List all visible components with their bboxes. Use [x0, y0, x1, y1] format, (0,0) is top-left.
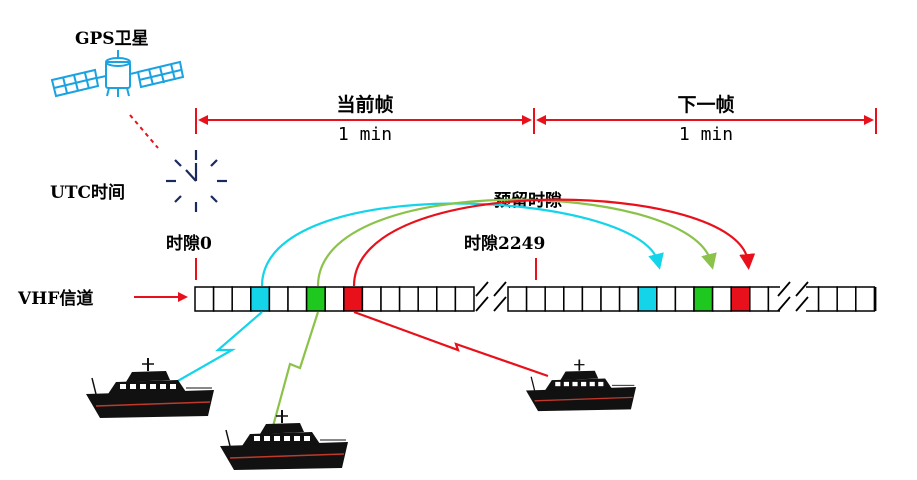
- slot-cell: [212, 286, 233, 312]
- slot-cell: [637, 286, 658, 312]
- slot-cell: [454, 286, 475, 312]
- slot-cell: [305, 286, 326, 312]
- green-transmission-link: [270, 311, 320, 431]
- slot-cell: [544, 286, 565, 312]
- ship-icon: [86, 358, 214, 418]
- slot-end-label: 时隙2249: [464, 233, 545, 254]
- slot-cell: [817, 286, 838, 312]
- satellite-signal-line: [129, 114, 159, 149]
- slot-cell: [417, 286, 438, 312]
- slot-cell: [507, 286, 528, 312]
- reserved-arc-green: [316, 198, 717, 287]
- current-frame-duration: 1 min: [338, 124, 392, 145]
- satellite-label: GPS卫星: [75, 29, 149, 49]
- slot-cell: [525, 286, 546, 312]
- slot-cell: [250, 286, 271, 312]
- slot-cell: [287, 286, 308, 312]
- ship-icon: [526, 359, 637, 412]
- next-frame-title: 下一帧: [677, 93, 734, 116]
- slot-cell: [563, 286, 584, 312]
- slot-cell: [398, 286, 419, 312]
- clock-label: UTC时间: [50, 182, 125, 203]
- vhf-channel-label: VHF信道: [17, 288, 93, 309]
- reserved-arc-red: [352, 198, 756, 287]
- slot-cell: [855, 286, 876, 312]
- slot-cell: [343, 286, 364, 312]
- slot-cell: [674, 286, 695, 312]
- satellite-icon: [50, 50, 185, 98]
- slot-cell: [581, 286, 602, 312]
- clock-icon: [166, 150, 227, 212]
- slot-cell: [194, 286, 215, 312]
- slot-cell: [749, 286, 770, 312]
- channel-break-2: [777, 281, 809, 312]
- reserved-arc-cyan: [260, 202, 664, 287]
- channel-break-1: [475, 281, 507, 312]
- vhf-channel-slots: [194, 286, 877, 312]
- slot-cell: [693, 286, 714, 312]
- ship-icon: [220, 410, 348, 470]
- slot-cell: [436, 286, 457, 312]
- slot-start-label: 时隙0: [166, 233, 212, 254]
- slot-cell: [268, 286, 289, 312]
- slot-cell: [231, 286, 252, 312]
- channel-end-edge: [874, 287, 877, 311]
- current-frame-title: 当前帧: [336, 93, 393, 116]
- slot-cell: [600, 286, 621, 312]
- slot-cell: [730, 286, 751, 312]
- cyan-transmission-link: [175, 311, 263, 383]
- slot-cell: [324, 286, 345, 312]
- slot-cell: [361, 286, 382, 312]
- next-frame-duration: 1 min: [679, 124, 733, 145]
- slot-cell: [836, 286, 857, 312]
- slot-cell: [711, 286, 732, 312]
- red-transmission-link: [353, 310, 549, 378]
- slot-cell: [618, 286, 639, 312]
- slot-cell: [380, 286, 401, 312]
- slot-cell: [656, 286, 677, 312]
